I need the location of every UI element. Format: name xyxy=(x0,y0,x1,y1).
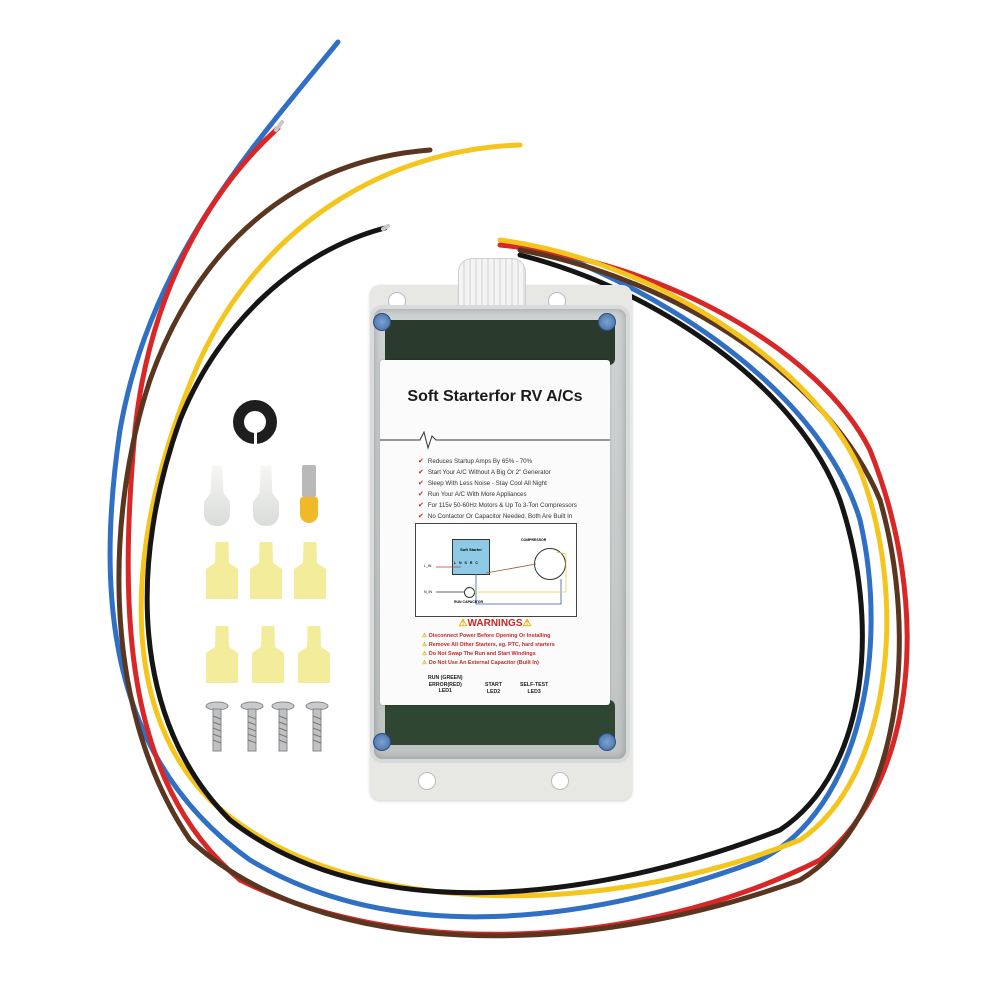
soft-starter-block: Soft Starter xyxy=(452,539,490,575)
lid-screw-icon xyxy=(598,313,616,331)
feature-item: ✔Sleep With Less Noise - Stay Cool All N… xyxy=(418,480,547,487)
feature-item: ✔For 115v 50-60Hz Motors & Up To 3-Ton C… xyxy=(418,502,577,509)
self-drilling-screw-icon xyxy=(271,701,295,752)
warning-triangle-icon: ⚠ xyxy=(422,651,427,657)
lid-screw-icon xyxy=(598,733,616,751)
warning-list: ⚠Disconnect Power Before Opening Or Inst… xyxy=(422,632,555,668)
wiring-diagram: Soft Starter L N S R C COMPRESSOR L_IN N… xyxy=(415,523,577,617)
led2-label: START LED2 xyxy=(485,682,502,695)
checkmark-icon: ✔ xyxy=(418,480,424,487)
warning-triangle-icon: ⚠ xyxy=(458,618,468,629)
product-label: Soft Starterfor RV A/Cs ✔Reduces Startup… xyxy=(380,360,610,705)
brown-wire xyxy=(116,147,902,939)
warning-item: ⚠Disconnect Power Before Opening Or Inst… xyxy=(422,633,551,639)
feature-item: ✔No Contactor Or Capacitor Needed. Both … xyxy=(418,513,573,520)
warning-triangle-icon: ⚠ xyxy=(422,660,427,666)
blue-wire xyxy=(107,39,874,920)
neutral-in-label: N_IN xyxy=(424,590,432,594)
warning-triangle-icon: ⚠ xyxy=(422,642,427,648)
checkmark-icon: ✔ xyxy=(418,469,424,476)
warning-item: ⚠Do Not Use An External Capacitor (Built… xyxy=(422,660,539,666)
diagram-wires xyxy=(436,551,567,605)
feature-item: ✔Run Your A/C With More Appliances xyxy=(418,491,527,498)
self-drilling-screw-icon xyxy=(205,701,229,752)
terminal-labels: L N S R C xyxy=(454,561,479,565)
self-drilling-screw-icon xyxy=(305,701,329,752)
led3-label: SELF-TEST LED3 xyxy=(520,682,549,695)
feature-item: ✔Start Your A/C Without A Big Or 2" Gene… xyxy=(418,469,551,476)
lid-screw-icon xyxy=(373,733,391,751)
feature-list: ✔Reduces Startup Amps By 65% - 70% ✔Star… xyxy=(418,456,577,522)
heartbeat-icon xyxy=(380,430,610,450)
led1-label: RUN (GREEN) ERROR(RED) LED1 xyxy=(428,675,463,694)
checkmark-icon: ✔ xyxy=(418,513,424,520)
capacitor-label: RUN CAPACITOR xyxy=(454,600,484,604)
feature-item: ✔Reduces Startup Amps By 65% - 70% xyxy=(418,458,533,465)
compressor-label: COMPRESSOR xyxy=(521,538,547,542)
warning-triangle-icon: ⚠ xyxy=(422,633,427,639)
warnings-heading: ⚠WARNINGS⚠ xyxy=(458,618,532,629)
black-wire-tip xyxy=(381,224,390,231)
checkmark-icon: ✔ xyxy=(418,491,424,498)
circuit-board-bottom xyxy=(385,700,615,745)
grommet-slit xyxy=(254,430,257,445)
red-wire-tip xyxy=(274,120,284,132)
checkmark-icon: ✔ xyxy=(418,502,424,509)
mount-hole-bottom-right xyxy=(551,772,569,790)
capacitor-symbol xyxy=(464,587,475,598)
circuit-board-top xyxy=(385,320,615,365)
checkmark-icon: ✔ xyxy=(418,458,424,465)
warning-item: ⚠Remove All Other Starters, eg. PTC, har… xyxy=(422,642,555,648)
warning-item: ⚠Do Not Swap The Run and Start Windings xyxy=(422,651,536,657)
spade-terminal xyxy=(302,465,316,497)
line-in-label: L_IN xyxy=(424,564,432,568)
spade-terminal-sleeve xyxy=(300,497,318,523)
lid-screw-icon xyxy=(373,313,391,331)
warning-triangle-icon: ⚠ xyxy=(522,618,532,629)
black-wire xyxy=(144,225,865,896)
mount-hole-bottom-left xyxy=(418,772,436,790)
product-title: Soft Starterfor RV A/Cs xyxy=(407,388,583,405)
self-drilling-screw-icon xyxy=(240,701,264,752)
